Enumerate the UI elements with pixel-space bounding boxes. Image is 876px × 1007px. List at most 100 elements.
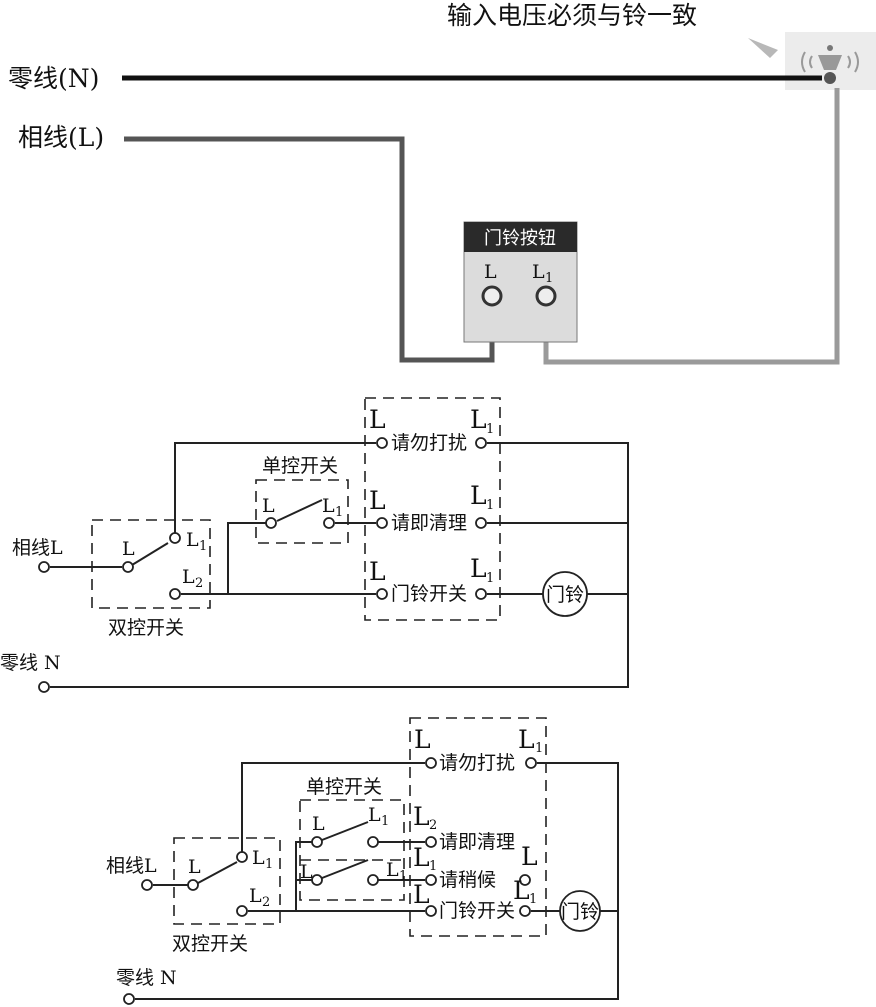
bot-phase-label: 相线L [106,855,157,877]
bot-clean-l2: L [413,802,430,831]
mid-single-l1: L [322,495,335,517]
bot-bellsw-l1-terminal [519,905,531,917]
mid-bellsw-label: 门铃开关 [391,583,467,605]
bottom-circuit: 门铃 相线L 零线 N 双控开关 单控开关 L L 1 L 2 L L 1 L … [106,717,619,1005]
mid-phase-label: 相线L [12,537,63,559]
bot-clean-label: 请即清理 [439,831,515,853]
bot-single2-l-terminal [311,874,323,886]
mid-single-blade [276,499,323,522]
mid-return-wire [50,442,629,688]
bot-double-l: L [188,856,201,878]
bell-return-wire [543,88,840,365]
bot-dnd-l1-terminal [525,757,537,769]
mid-single-l1-terminal [323,517,335,529]
bot-wait-label: 请稍候 [439,869,496,891]
bot-double-l-terminal [187,879,199,891]
terminal-l-label: L [484,261,497,283]
bot-dnd-label: 请勿打扰 [439,752,515,774]
mid-double-l2-sub: 2 [195,576,203,591]
mid-single-l1-sub: 1 [335,505,343,520]
voltage-note: 输入电压必须与铃一致 [447,1,697,30]
bot-bellsw-label: 门铃开关 [439,900,515,922]
bot-wire-l2-single [248,841,312,912]
mid-double-l: L [122,538,135,560]
mid-bellsw-l-terminal [376,588,388,600]
bot-single2-blade [321,859,369,879]
mid-clean-l: L [369,486,386,515]
mid-double-l1: L [186,529,199,551]
mid-panel-box [364,397,501,621]
mid-wire-l2-single [181,522,266,595]
bot-double-l2-terminal [236,905,248,917]
mid-double-l1-sub: 1 [199,539,207,554]
mid-single-l-terminal [265,517,277,529]
bot-double-l2: L [249,885,262,907]
doorbell-button-title: 门铃按钮 [484,228,556,249]
mid-bellsw-l1: L [470,554,487,583]
bot-wait-l-terminal [519,874,531,886]
mid-double-l1-terminal [169,532,181,544]
neutral-label: 零线(N) [8,64,99,93]
terminal-l1 [535,285,557,307]
mid-single-switch-label: 单控开关 [262,455,338,477]
mid-dnd-l1: L [470,405,487,434]
mid-double-l2: L [182,566,195,588]
bot-wait-terminal [425,874,437,886]
bot-clean-terminal [425,836,437,848]
bot-single2-l1: L [386,859,399,881]
bot-panel-box [409,717,547,937]
bell-icon [801,45,859,84]
bot-single1-l1-terminal [367,836,379,848]
bot-dnd-l1: L [518,725,535,754]
mid-bellsw-l: L [369,557,386,586]
mid-double-l2-terminal [169,588,181,600]
bot-bellsw-l-terminal [425,905,437,917]
bot-dnd-l1-sub: 1 [535,741,543,756]
bot-bellsw-l1-sub: 1 [529,892,537,907]
mid-dnd-l1-terminal [475,437,487,449]
mid-dnd-l-terminal [376,437,388,449]
bot-bellsw-l: L [413,880,430,909]
mid-dnd-l1-sub: 1 [486,422,494,437]
mid-single-l: L [262,495,275,517]
bot-neutral-label: 零线 N [116,967,177,989]
terminal-l1-label: L [532,261,545,283]
bot-dnd-l-terminal [425,757,437,769]
mid-clean-l-terminal [376,517,388,529]
mid-phase-terminal [38,561,50,573]
bot-bell [559,890,601,932]
bot-wait-l1: L [413,843,430,872]
mid-double-switch-box [91,519,211,609]
bot-single1-l1: L [368,804,381,826]
mid-bellsw-l1-sub: 1 [486,571,494,586]
mid-bell [542,571,588,617]
bot-single2-l1-sub: 1 [399,869,407,884]
doorbell-button-wiring: 输入电压必须与铃一致 零线(N) 相线(L) 门铃按钮 L L 1 [8,1,876,365]
terminal-l1-sub: 1 [545,271,553,286]
mid-clean-l1: L [470,481,487,510]
bot-phase-terminal [141,879,153,891]
bot-return-wire [135,762,619,1000]
bot-single2-l1-terminal [367,874,379,886]
mid-double-l-terminal [122,561,134,573]
bot-single1-blade [321,821,369,841]
bot-double-l2-sub: 2 [262,895,270,910]
mid-neutral-label: 零线 N [0,652,61,674]
bot-wait-l: L [521,842,538,871]
mid-clean-label: 请即清理 [391,512,467,534]
bot-double-blade [197,861,238,884]
phase-wire [124,136,495,363]
bot-double-l1-sub: 1 [265,857,273,872]
mid-double-blade [131,542,169,566]
phase-label: 相线(L) [18,123,104,152]
terminal-l [481,285,503,307]
mid-dnd-label: 请勿打扰 [391,432,467,454]
bot-single1-l-terminal [311,836,323,848]
bot-double-l1-terminal [236,851,248,863]
bot-single-switch-label: 单控开关 [306,776,382,798]
bot-dnd-l: L [414,725,431,754]
mid-dnd-l: L [369,405,386,434]
bot-neutral-terminal [123,993,135,1005]
bot-double-switch-label: 双控开关 [172,933,248,955]
